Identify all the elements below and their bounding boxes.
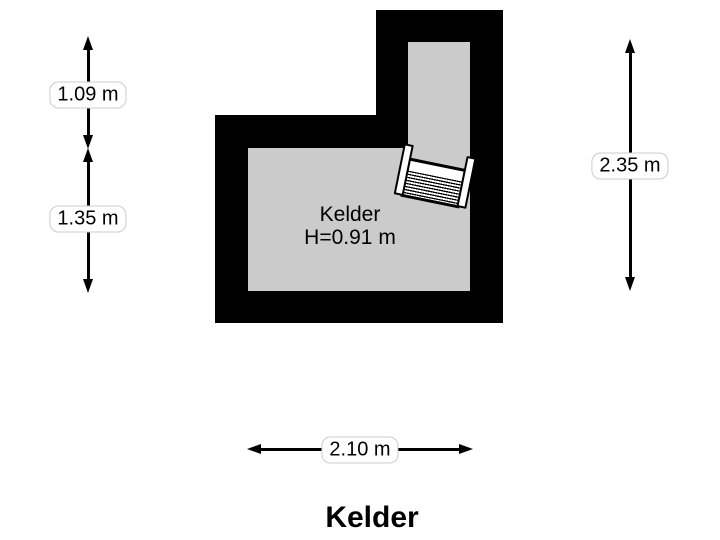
room-ceiling-height: H=0.91 m <box>304 226 396 249</box>
arrowhead-up-icon <box>83 36 93 50</box>
plan-title: Kelder <box>325 501 419 534</box>
arrowhead-up-icon <box>625 39 635 53</box>
room-label: Kelder H=0.91 m <box>304 203 396 249</box>
arrowhead-right-icon <box>459 444 473 454</box>
arrowhead-down-icon <box>83 279 93 293</box>
arrowhead-down-icon <box>83 135 93 149</box>
arrowhead-down-icon <box>625 277 635 291</box>
dimension-label-left-lower: 1.35 m <box>49 205 127 233</box>
dimension-label-bottom: 2.10 m <box>321 436 399 464</box>
arrowhead-up-icon <box>83 148 93 162</box>
room-name: Kelder <box>319 203 381 226</box>
dimension-label-left-upper: 1.09 m <box>49 81 127 109</box>
arrowhead-left-icon <box>247 444 261 454</box>
dimension-label-right: 2.35 m <box>591 152 669 180</box>
